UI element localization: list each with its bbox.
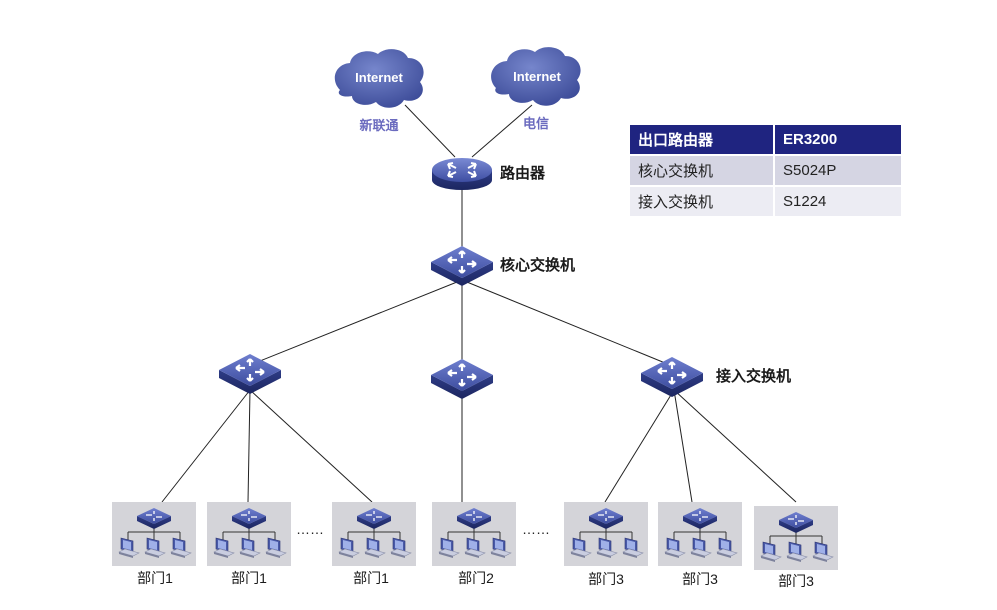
table-row: 核心交换机 S5024P — [630, 154, 901, 186]
department-label-3: 部门1 — [353, 570, 389, 586]
internet-cloud-telecom: Internet 电信 — [491, 47, 581, 131]
department-label-1: 部门1 — [137, 570, 173, 586]
cloud-label-2: Internet — [513, 69, 561, 84]
table-cell: S5024P — [774, 154, 901, 186]
ellipsis-1: …… — [296, 521, 324, 537]
internet-cloud-unicom: Internet 新联通 — [334, 49, 424, 133]
access-switch-label: 接入交换机 — [716, 367, 791, 385]
department-box-5 — [564, 502, 648, 566]
department-label-4: 部门2 — [458, 570, 494, 586]
core-switch-label: 核心交换机 — [500, 256, 575, 274]
router-label: 路由器 — [500, 164, 546, 182]
department-box-6 — [658, 502, 742, 566]
table-header-row: 出口路由器 ER3200 — [630, 125, 901, 155]
ellipsis-2: …… — [522, 521, 550, 537]
department-label-5: 部门3 — [588, 571, 624, 587]
equipment-table: 出口路由器 ER3200 核心交换机 S5024P 接入交换机 S1224 — [630, 125, 901, 216]
department-label-6: 部门3 — [682, 571, 718, 587]
cloud-label-1: Internet — [355, 70, 403, 85]
department-label-7: 部门3 — [778, 573, 814, 589]
access-switch-icon-2 — [429, 357, 495, 401]
router-icon — [432, 158, 492, 190]
department-box-1 — [112, 502, 196, 566]
department-box-4 — [432, 502, 516, 566]
table-header-cell: 出口路由器 — [630, 125, 775, 155]
isp-label-unicom: 新联通 — [359, 118, 398, 133]
connection-lines — [161, 104, 797, 503]
department-box-2 — [207, 502, 291, 566]
department-label-2: 部门1 — [231, 570, 267, 586]
table-cell: 接入交换机 — [630, 185, 775, 216]
access-switch-icon-1 — [217, 352, 283, 396]
department-box-3 — [332, 502, 416, 566]
table-cell: 核心交换机 — [630, 154, 775, 186]
isp-label-telecom: 电信 — [523, 116, 549, 131]
table-row: 接入交换机 S1224 — [630, 185, 901, 216]
core-switch-icon — [429, 244, 495, 288]
department-box-7 — [754, 506, 838, 570]
table-cell: S1224 — [774, 185, 901, 216]
access-switch-icon-3 — [639, 355, 705, 399]
table-header-cell: ER3200 — [774, 125, 901, 155]
